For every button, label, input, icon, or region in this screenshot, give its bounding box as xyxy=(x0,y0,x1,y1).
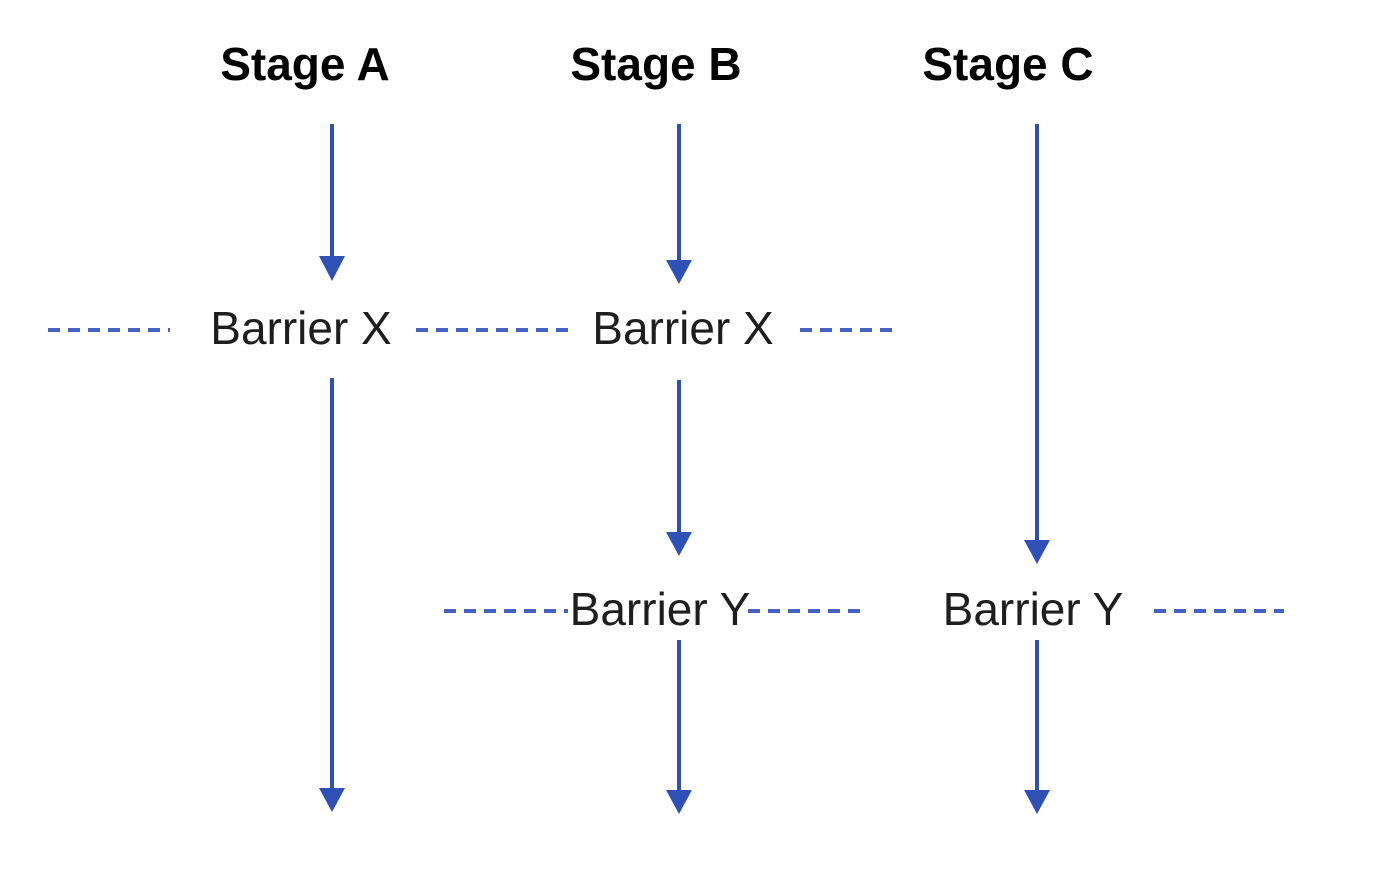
barrier-x-label-stage-b: Barrier X xyxy=(592,302,774,354)
stage-c-title: Stage C xyxy=(922,38,1094,90)
barrier-y-label-stage-b: Barrier Y xyxy=(569,583,751,635)
barrier-x-label-stage-a: Barrier X xyxy=(210,302,392,354)
stage-a-arrow-top-icon xyxy=(319,124,345,281)
stage-b-arrow-middle-icon xyxy=(666,380,692,556)
stage-c-arrow-bottom-icon xyxy=(1024,640,1050,814)
stage-b-arrow-top-icon xyxy=(666,124,692,284)
stage-b-title: Stage B xyxy=(570,38,742,90)
stage-c-arrow-top-icon xyxy=(1024,124,1050,564)
stage-a-title: Stage A xyxy=(220,38,390,90)
stage-a-arrow-bottom-icon xyxy=(319,378,345,812)
stage-b-arrow-bottom-icon xyxy=(666,640,692,814)
barrier-y-label-stage-c: Barrier Y xyxy=(942,583,1124,635)
